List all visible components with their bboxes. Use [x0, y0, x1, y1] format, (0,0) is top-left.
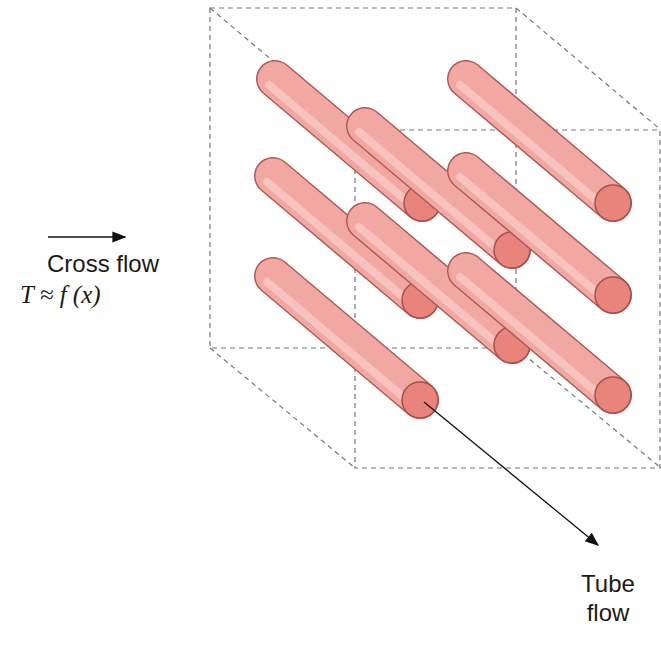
- label: T ≈ f (x): [20, 280, 101, 310]
- tube-bank: [267, 79, 631, 418]
- tube: [402, 382, 438, 418]
- control-volume: [210, 8, 661, 468]
- tube: [273, 276, 420, 400]
- tube-flow-arrow: [424, 402, 598, 545]
- tube: [595, 277, 631, 313]
- cross-flow-arrow: [48, 236, 125, 238]
- tube: [466, 271, 613, 395]
- label: Cross flow: [47, 250, 159, 279]
- tube: [267, 282, 414, 406]
- tube: [273, 276, 420, 400]
- tube: [595, 185, 631, 221]
- tube: [466, 271, 613, 395]
- label: Tube flow: [566, 570, 650, 628]
- tube: [460, 277, 607, 401]
- tube: [595, 377, 631, 413]
